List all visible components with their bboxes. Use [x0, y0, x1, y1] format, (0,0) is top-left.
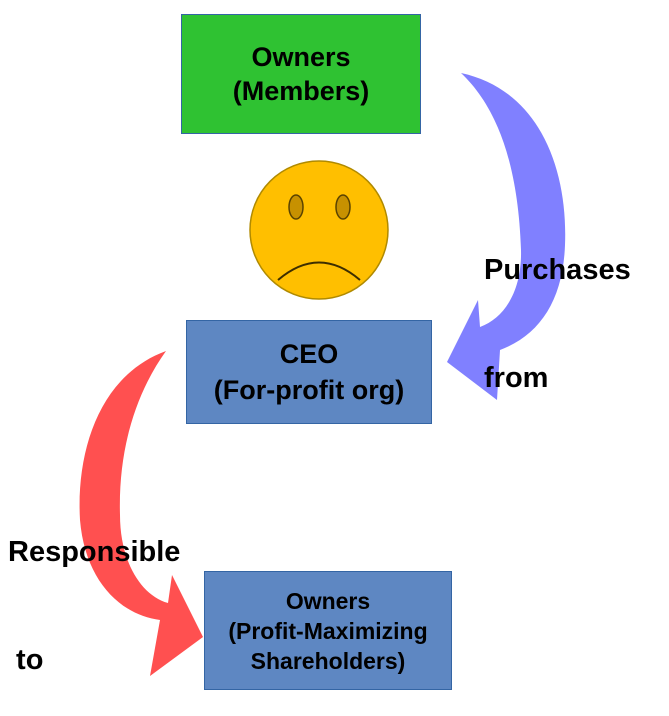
owners-members-box: Owners (Members)	[181, 14, 421, 134]
owners-members-title: Owners	[251, 42, 351, 72]
ceo-subtitle: (For-profit org)	[213, 375, 405, 405]
purchases-label-line1: Purchases	[484, 254, 631, 286]
ceo-title: CEO	[279, 339, 339, 369]
owners-shareholders-title: Owners	[285, 587, 371, 614]
sad-face-icon	[249, 160, 389, 300]
responsible-label-line1: Responsible	[8, 536, 181, 568]
purchases-arrow-shape	[447, 73, 566, 400]
purchases-label-line2: from	[484, 362, 549, 394]
responsible-label: Responsible to	[8, 462, 180, 714]
ceo-box: CEO (For-profit org)	[186, 320, 432, 424]
owners-shareholders-line2: (Profit-Maximizing	[228, 617, 428, 644]
responsible-arrow-shape	[79, 351, 203, 676]
purchases-arrow	[447, 73, 566, 400]
owners-shareholders-line3: Shareholders)	[250, 647, 406, 674]
face-circle	[249, 160, 389, 300]
left-eye	[288, 194, 304, 220]
frown-mouth	[277, 261, 361, 281]
purchases-label: Purchases from	[484, 180, 631, 432]
owners-members-subtitle: (Members)	[232, 76, 370, 106]
owners-shareholders-box: Owners (Profit-Maximizing Shareholders)	[204, 571, 452, 690]
responsible-label-line2: to	[8, 644, 44, 676]
responsible-arrow	[79, 351, 203, 676]
right-eye	[335, 194, 351, 220]
